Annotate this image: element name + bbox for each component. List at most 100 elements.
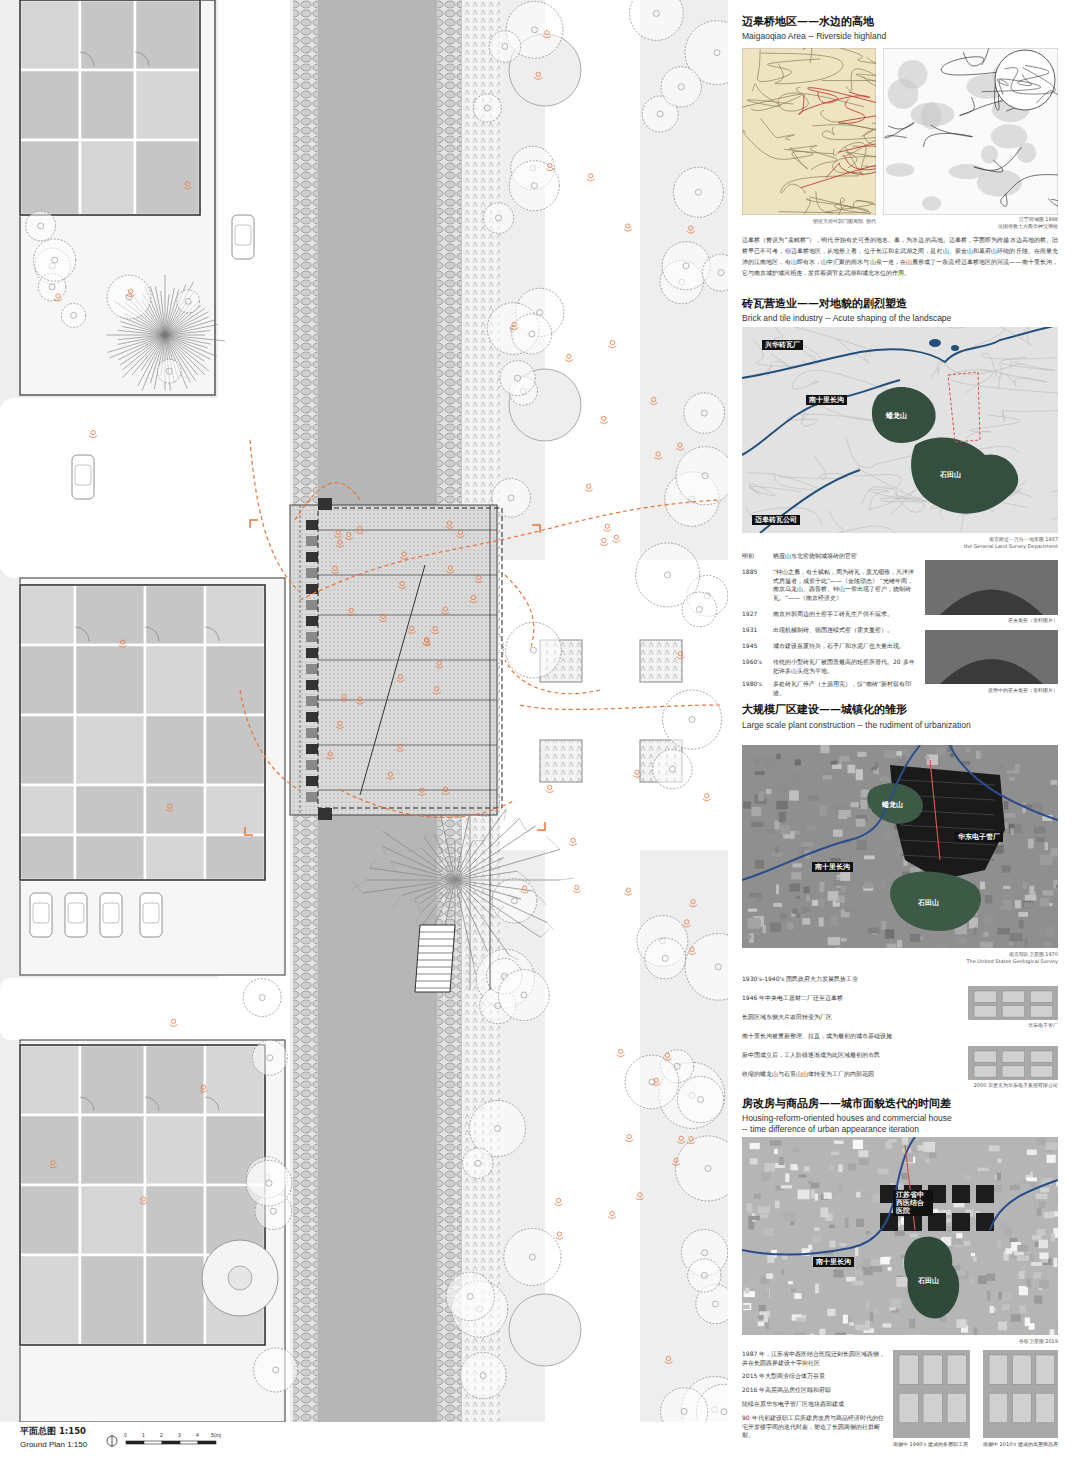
aerial-texture: [830, 1165, 834, 1169]
scale-number: 4: [196, 1432, 199, 1438]
aerial-texture: [1037, 1208, 1041, 1215]
aerial-texture: [883, 829, 893, 839]
tree-trunk: [696, 606, 702, 612]
building-facade: [923, 1355, 942, 1384]
aerial-texture: [758, 791, 764, 801]
person-figure: [456, 530, 464, 537]
stair-tread: [418, 960, 453, 961]
road-line: [1001, 175, 1058, 207]
person-figure: [400, 552, 408, 559]
aerial-texture: [774, 1149, 778, 1154]
inset-line: [1005, 68, 1056, 94]
tree-canopy: [463, 1148, 493, 1178]
figure-caption: 2000 后更名为华东电子集团有限公司: [968, 1082, 1058, 1089]
tree-branch: [420, 880, 455, 903]
person-head: [674, 1158, 678, 1162]
aerial-texture: [855, 1247, 858, 1256]
tree-canopy: [177, 290, 200, 313]
person-head: [690, 947, 694, 951]
aerial-texture: [793, 1147, 800, 1152]
aerial-texture: [1026, 1279, 1031, 1288]
person-head: [536, 72, 540, 76]
aerial-texture: [1034, 1272, 1042, 1278]
person-figure: [608, 1211, 616, 1218]
aerial-texture: [1040, 1187, 1050, 1192]
aerial-texture: [1025, 895, 1037, 901]
aerial-texture: [1049, 903, 1052, 906]
aerial-texture: [1040, 897, 1049, 906]
aerial-texture: [910, 1234, 918, 1237]
aerial-texture: [1044, 943, 1052, 948]
tree-branch: [362, 880, 455, 893]
person-figure: [608, 340, 616, 347]
aerial-texture: [1004, 801, 1009, 810]
aerial-texture: [997, 1173, 1001, 1181]
person-body: [446, 526, 454, 528]
inset-line: [1036, 91, 1058, 113]
tree-canopy: [483, 203, 513, 233]
aerial-texture: [978, 1275, 987, 1284]
aerial-texture: [864, 882, 873, 888]
tree-canopy: [492, 879, 537, 924]
mountain-name: 石田山: [940, 470, 961, 480]
person-body: [127, 295, 135, 297]
person-body: [543, 36, 551, 38]
aerial-texture: [974, 928, 978, 935]
room: [20, 785, 75, 835]
old-map-red-line: [808, 88, 876, 112]
person-figure: [396, 674, 404, 681]
aerial-texture: [1002, 1304, 1010, 1310]
aerial-texture: [1009, 777, 1015, 780]
person-body: [356, 702, 364, 704]
tree-trunk: [657, 111, 663, 117]
courtyard: [20, 578, 285, 975]
railing: [490, 505, 491, 990]
person-figure: [665, 1356, 673, 1363]
person-head: [171, 1019, 175, 1023]
tree-trunk: [71, 312, 77, 318]
person-body: [446, 571, 454, 573]
aerial-texture: [1032, 1235, 1042, 1239]
aerial-texture: [794, 1332, 805, 1335]
map-tag: 江苏省中西医结合医院: [893, 1190, 933, 1216]
aerial-map: [742, 1137, 1058, 1335]
movement-route: [240, 690, 300, 790]
person-figure: [435, 661, 443, 668]
tree-canopy: [473, 94, 501, 122]
room: [80, 1115, 145, 1185]
person-body: [442, 792, 450, 794]
aerial-texture: [743, 1303, 751, 1310]
palm-frond: [165, 275, 166, 335]
room: [145, 715, 205, 785]
timeline-text: 1885: [742, 568, 770, 577]
corner-mark: [245, 827, 253, 835]
aerial-texture: [759, 1305, 766, 1312]
tree-trunk: [530, 647, 536, 653]
ramp-edge: [470, 815, 471, 990]
aerial-texture: [748, 909, 757, 912]
person-head: [557, 1232, 561, 1236]
aerial-texture: [913, 1335, 923, 1336]
aerial-texture: [1028, 839, 1034, 849]
timeline-text: 南京外郭周边的土窑手工砖瓦生产供不应求。: [773, 610, 918, 619]
person-figure: [689, 900, 697, 907]
street: [0, 978, 230, 1040]
contour-line: [980, 369, 1046, 389]
aerial-texture: [843, 1315, 848, 1324]
tree-trunk: [49, 284, 55, 290]
tree-canopy: [446, 1272, 494, 1320]
person-head: [471, 595, 475, 599]
aerial-texture: [824, 1192, 832, 1198]
person-head: [358, 697, 362, 701]
tree-trunk: [674, 1063, 680, 1069]
tree-canopy: [500, 361, 535, 396]
aerial-texture: [1030, 1183, 1036, 1187]
person-figure: [422, 638, 430, 645]
aerial-texture: [1058, 1323, 1059, 1330]
aerial-texture: [866, 1231, 871, 1234]
person-body: [573, 891, 581, 893]
person-head: [605, 524, 609, 528]
tree-twig: [508, 894, 521, 899]
room: [75, 715, 145, 785]
tree-trunk: [502, 43, 508, 49]
